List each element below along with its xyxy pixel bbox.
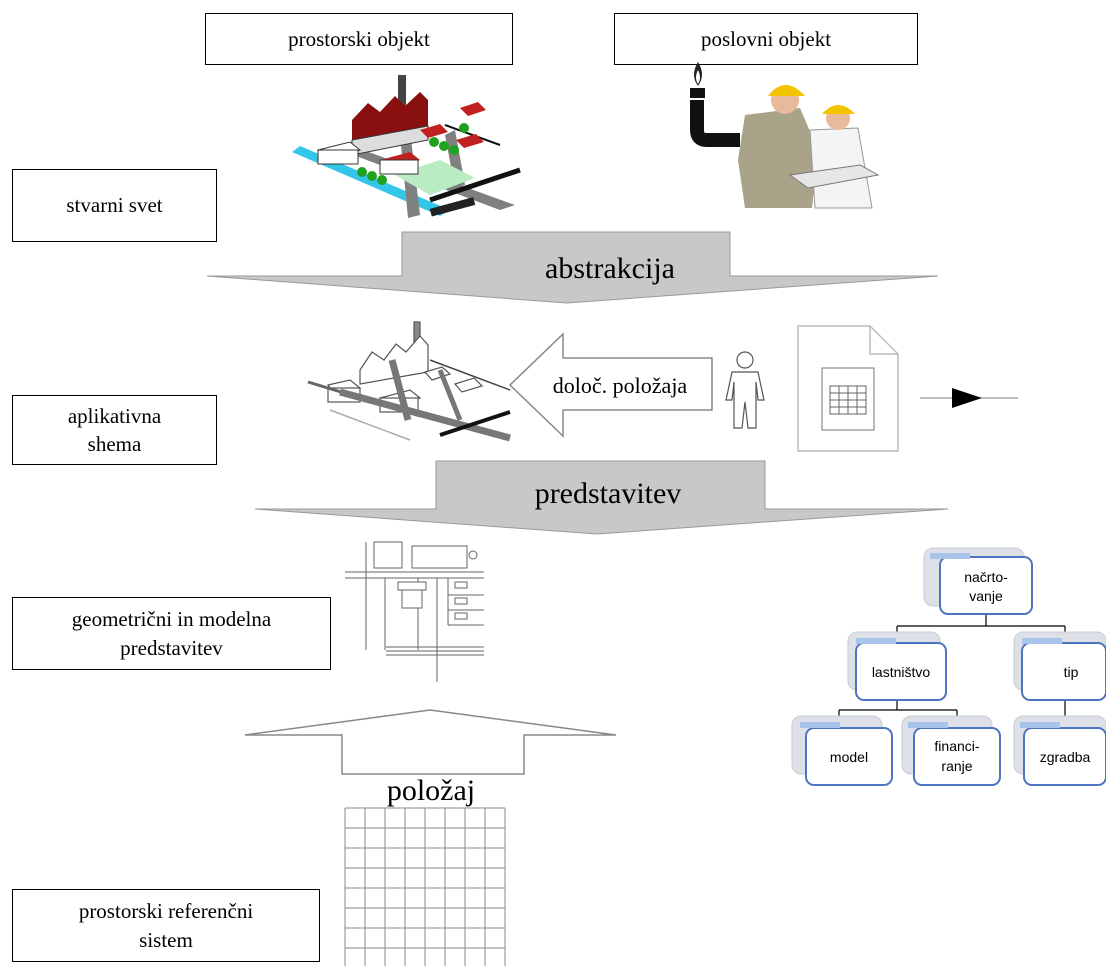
- document-icon: [797, 325, 899, 452]
- tree-root-line2: vanje: [969, 588, 1003, 604]
- person-icon: [725, 351, 765, 429]
- tree-financiranje-line1: financi-: [934, 738, 979, 754]
- predstavitev-label: predstavitev: [535, 477, 682, 510]
- tree-financiranje-line2: ranje: [941, 758, 972, 774]
- polozaj-label: položaj: [387, 774, 475, 807]
- stvarni-svet-box: stvarni svet: [12, 169, 217, 242]
- geometricni-label: geometrični in modelna predstavitev: [71, 607, 272, 660]
- schematic-city-icon: [307, 321, 511, 442]
- tree-node-tip-accent: [1022, 638, 1062, 644]
- aplikativna-shema-label: aplikativna shema: [67, 403, 162, 456]
- city-illustration-icon: [292, 75, 521, 218]
- tree-model-label: model: [830, 749, 868, 765]
- tree-lastnistvo-label: lastništvo: [872, 664, 931, 680]
- tree-node-lastnistvo: [855, 642, 947, 701]
- abstrakcija-label: abstrakcija: [545, 252, 675, 285]
- reference-grid-icon: [344, 807, 506, 966]
- tree-tip-label: tip: [1064, 664, 1079, 680]
- prostorski-objekt-box: prostorski objekt: [205, 13, 513, 65]
- doloc-polozaja-arrow: [508, 332, 713, 438]
- geometric-plan-icon: [345, 541, 484, 682]
- tree-node-model: [805, 727, 893, 786]
- tree-zgradba-label: zgradba: [1040, 749, 1091, 765]
- abstrakcija-arrow: [206, 231, 939, 304]
- poslovni-objekt-box: poslovni objekt: [614, 13, 918, 65]
- tree-node-root-accent: [930, 553, 970, 559]
- tree-root-line1: načrto-: [964, 569, 1008, 585]
- tree-node-zgradba: [1023, 727, 1106, 786]
- tree-node-zgradba-accent: [1020, 722, 1060, 728]
- tree-node-root: [939, 556, 1033, 615]
- tree-node-financiranje-accent: [908, 722, 948, 728]
- prostorski-objekt-label: prostorski objekt: [288, 26, 430, 51]
- polozaj-arrow: [244, 709, 617, 775]
- tree-node-lastnistvo-accent: [856, 638, 896, 644]
- tree-node-model-accent: [800, 722, 840, 728]
- tree-node-financiranje: [913, 727, 1001, 786]
- referencni-sistem-label: prostorski referenčni sistem: [78, 899, 254, 952]
- output-arrow-icon: [920, 388, 1018, 408]
- predstavitev-arrow: [254, 460, 949, 535]
- geometricni-box: geometrični in modelna predstavitev: [12, 597, 331, 670]
- hierarchy-tree: načrto- vanje lastništvo tip model finan…: [791, 547, 1106, 786]
- stvarni-svet-label: stvarni svet: [66, 193, 163, 218]
- tree-node-tip: [1021, 642, 1106, 701]
- aplikativna-shema-box: aplikativna shema: [12, 395, 217, 465]
- referencni-sistem-box: prostorski referenčni sistem: [12, 889, 320, 962]
- doloc-polozaja-label: določ. položaja: [553, 373, 688, 398]
- workers-illustration-icon: [690, 62, 880, 209]
- poslovni-objekt-label: poslovni objekt: [700, 26, 832, 51]
